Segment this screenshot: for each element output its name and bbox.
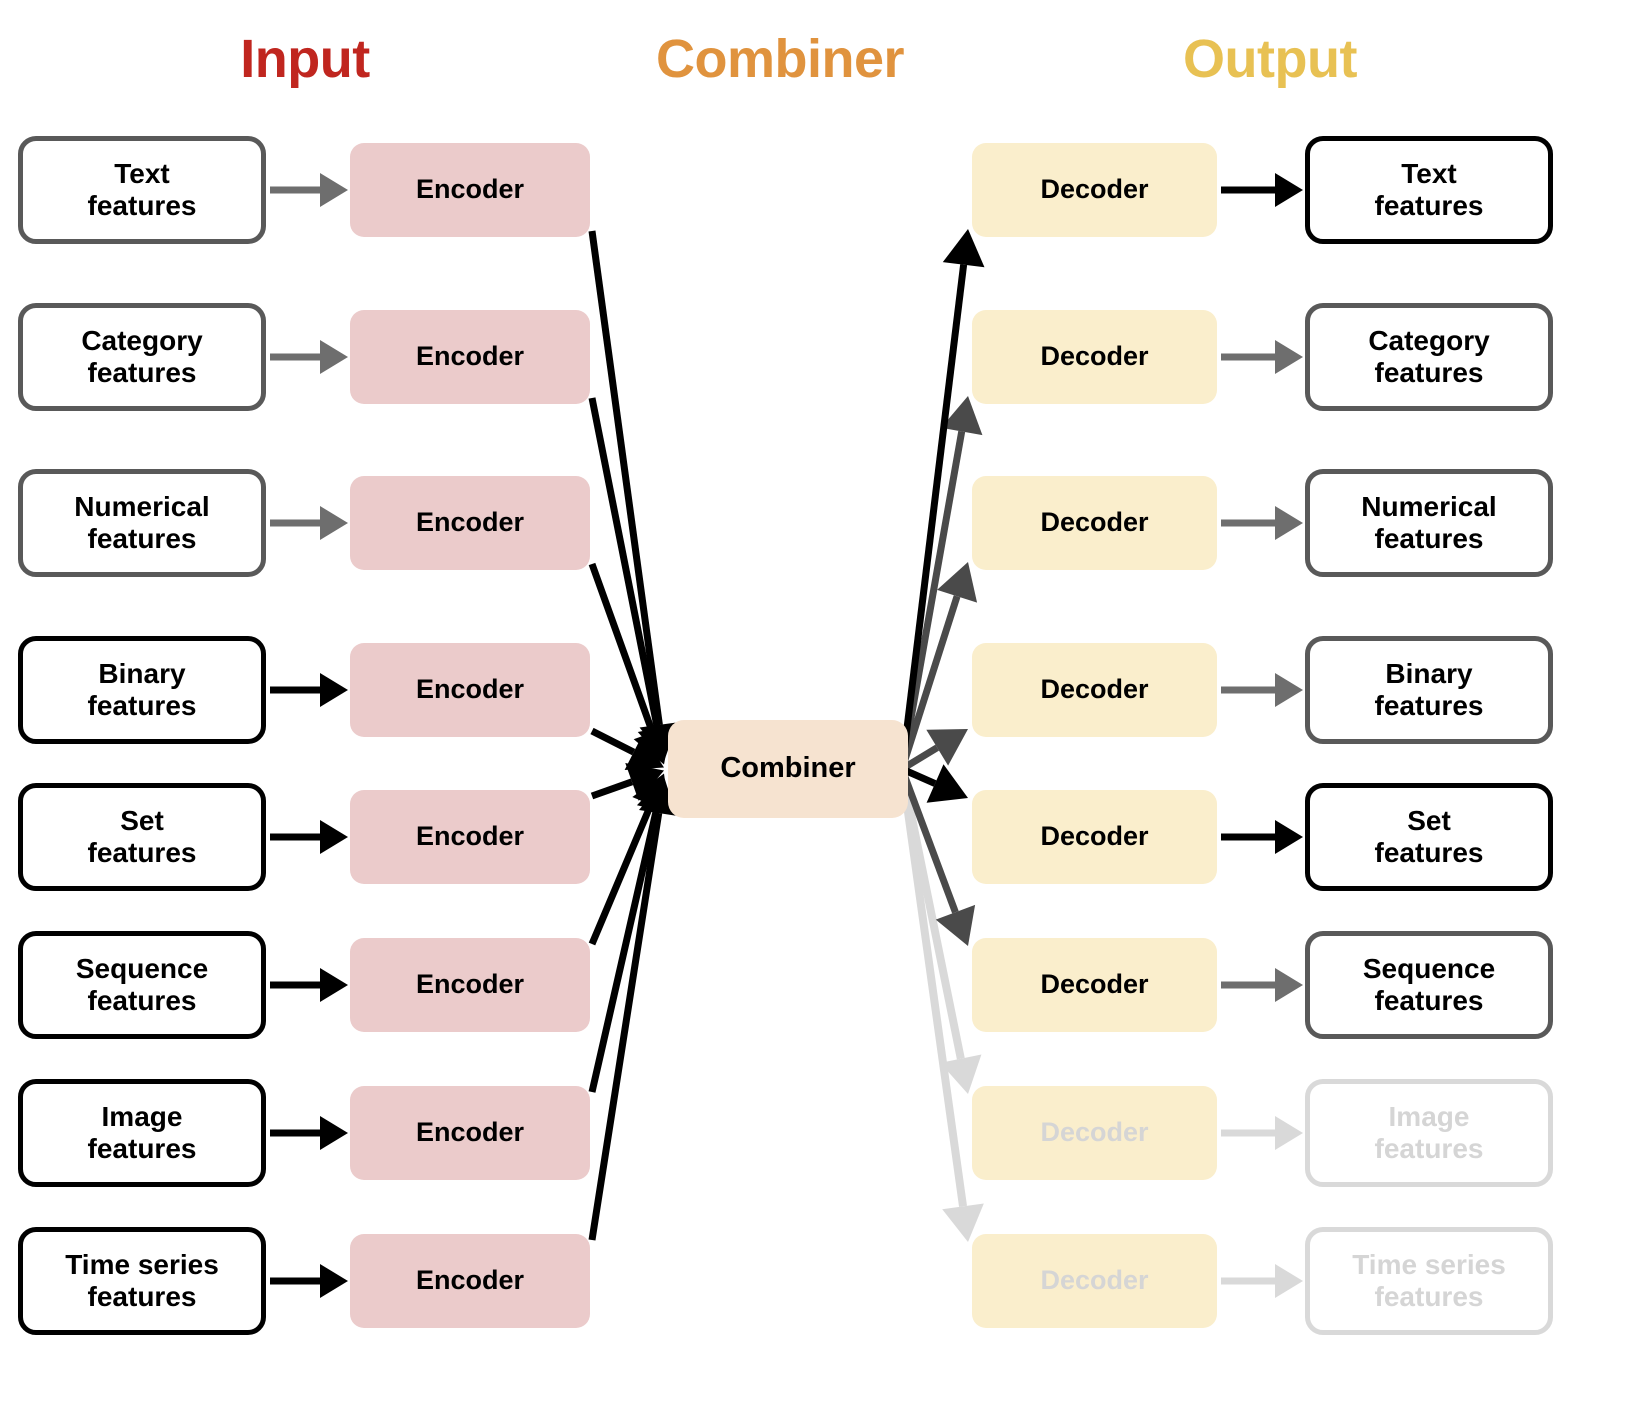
encoder-category[interactable]: Encoder	[350, 310, 590, 404]
encoder-timeseries[interactable]: Encoder	[350, 1234, 590, 1328]
decoder-text[interactable]: Decoder	[972, 143, 1217, 237]
decoder-image[interactable]: Decoder	[972, 1086, 1217, 1180]
decoder-numerical[interactable]: Decoder	[972, 476, 1217, 570]
arrow-decoder-to-output-category	[1221, 340, 1303, 374]
fan-out-edge-set	[900, 764, 968, 803]
encoder-text[interactable]: Encoder	[350, 143, 590, 237]
arrow-input-to-encoder-sequence	[270, 968, 348, 1002]
decoder-category[interactable]: Decoder	[972, 310, 1217, 404]
column-title-input: Input	[240, 29, 370, 89]
arrow-input-to-encoder-category	[270, 340, 348, 374]
combiner-node[interactable]: Combiner	[668, 720, 908, 818]
arrow-decoder-to-output-timeseries	[1221, 1264, 1303, 1298]
output-feature-binary[interactable]: Binary features	[1305, 636, 1553, 744]
column-title-output: Output	[1183, 29, 1357, 89]
input-feature-category[interactable]: Category features	[18, 303, 266, 411]
fan-in-edge-text	[588, 230, 680, 759]
input-feature-binary[interactable]: Binary features	[18, 636, 266, 744]
output-feature-set[interactable]: Set features	[1305, 783, 1553, 891]
fan-in-edge-numerical	[588, 562, 672, 765]
input-feature-numerical[interactable]: Numerical features	[18, 469, 266, 577]
fan-out-edge-sequence	[898, 767, 976, 946]
fan-in-edge-category	[588, 397, 678, 762]
fan-out-edge-numerical	[898, 562, 978, 771]
fan-in-edge-sequence	[588, 773, 670, 946]
decoder-binary[interactable]: Decoder	[972, 643, 1217, 737]
arrow-decoder-to-output-sequence	[1221, 968, 1303, 1002]
input-feature-timeseries[interactable]: Time series features	[18, 1227, 266, 1335]
arrow-input-to-encoder-timeseries	[270, 1264, 348, 1298]
encoder-binary[interactable]: Encoder	[350, 643, 590, 737]
encoder-set[interactable]: Encoder	[350, 790, 590, 884]
encoder-image[interactable]: Encoder	[350, 1086, 590, 1180]
fan-out-edge-image	[898, 768, 982, 1094]
output-feature-timeseries[interactable]: Time series features	[1305, 1227, 1553, 1335]
arrow-decoder-to-output-text	[1221, 173, 1303, 207]
output-feature-text[interactable]: Text features	[1305, 136, 1553, 244]
output-feature-sequence[interactable]: Sequence features	[1305, 931, 1553, 1039]
fan-in-edge-image	[588, 776, 676, 1093]
arrow-decoder-to-output-set	[1221, 820, 1303, 854]
input-feature-sequence[interactable]: Sequence features	[18, 931, 266, 1039]
arrow-input-to-encoder-numerical	[270, 506, 348, 540]
output-feature-numerical[interactable]: Numerical features	[1305, 469, 1553, 577]
fan-in-edge-binary	[590, 727, 664, 770]
arrow-input-to-encoder-set	[270, 820, 348, 854]
fan-in-edge-set	[590, 762, 664, 801]
decoder-sequence[interactable]: Decoder	[972, 938, 1217, 1032]
decoder-timeseries[interactable]: Decoder	[972, 1234, 1217, 1328]
fan-in-edge-timeseries	[588, 779, 679, 1241]
arrow-decoder-to-output-image	[1221, 1116, 1303, 1150]
arrow-decoder-to-output-binary	[1221, 673, 1303, 707]
decoder-set[interactable]: Decoder	[972, 790, 1217, 884]
arrow-input-to-encoder-image	[270, 1116, 348, 1150]
input-feature-text[interactable]: Text features	[18, 136, 266, 244]
input-feature-set[interactable]: Set features	[18, 783, 266, 891]
column-title-combiner: Combiner	[655, 29, 905, 89]
input-feature-image[interactable]: Image features	[18, 1079, 266, 1187]
output-feature-image[interactable]: Image features	[1305, 1079, 1553, 1187]
fan-out-edge-category	[898, 396, 983, 770]
arrow-input-to-encoder-text	[270, 173, 348, 207]
encoder-numerical[interactable]: Encoder	[350, 476, 590, 570]
arrow-input-to-encoder-binary	[270, 673, 348, 707]
arrow-decoder-to-output-numerical	[1221, 506, 1303, 540]
fan-out-edge-binary	[900, 729, 968, 772]
encoder-sequence[interactable]: Encoder	[350, 938, 590, 1032]
output-feature-category[interactable]: Category features	[1305, 303, 1553, 411]
